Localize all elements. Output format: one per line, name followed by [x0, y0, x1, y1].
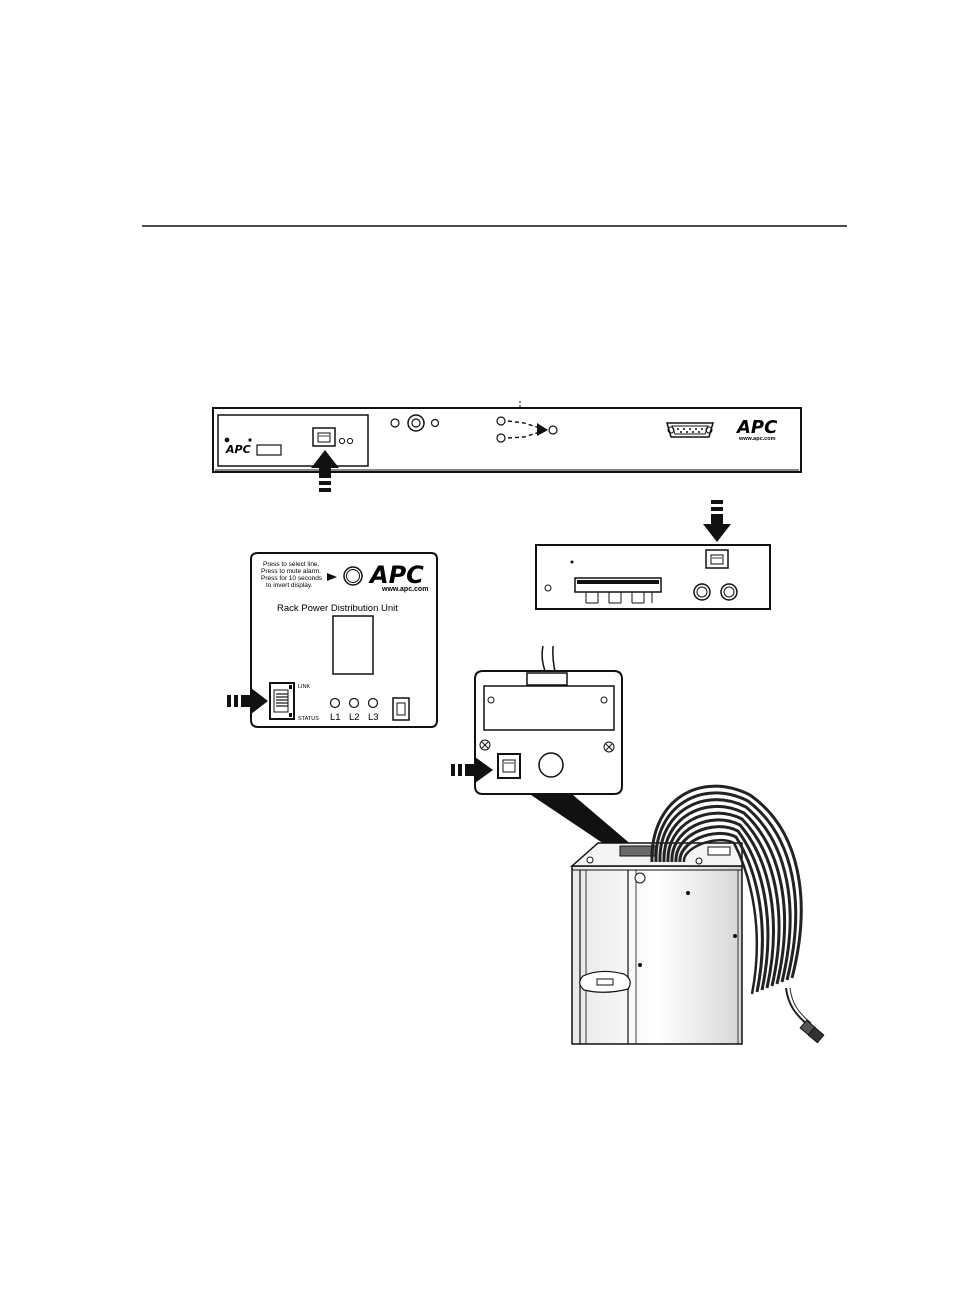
pdu-url: www.apc.com: [381, 586, 428, 593]
led-label-l3: L3: [368, 712, 379, 723]
screw-icon: [479, 739, 491, 751]
accessory-jack[interactable]: [693, 583, 711, 601]
cable-connector: [799, 1019, 825, 1044]
accessory-jack[interactable]: [720, 583, 738, 601]
thick-arrow-up-icon: [311, 450, 339, 492]
screw-icon: [603, 741, 615, 753]
serial-port[interactable]: [666, 422, 714, 438]
instruction-line-3: Press for 10 seconds: [261, 575, 323, 582]
serial-rj-port[interactable]: [392, 697, 410, 721]
rack-unit-front-panel: APC: [212, 401, 802, 473]
led-label-l2: L2: [349, 712, 360, 723]
sensor-pod-knob[interactable]: [538, 752, 564, 778]
pdu-logo: APC: [368, 561, 424, 589]
rack-pdu-network-port[interactable]: [269, 682, 295, 720]
instruction-line-2: Press to mute alarm.: [261, 568, 321, 575]
status-label: STATUS: [298, 716, 319, 722]
led-l1: [329, 697, 341, 709]
thick-arrow-right-icon: [227, 688, 268, 714]
thick-arrow-right-icon: [451, 757, 493, 783]
card-rj45-port[interactable]: [312, 427, 336, 447]
network-management-card: APC: [217, 414, 369, 467]
cable-bundle: [650, 784, 812, 1026]
rack-unit-small-hole: [430, 418, 440, 428]
rack-unit-small-hole: [390, 418, 400, 428]
accessory-rj45-port[interactable]: [705, 549, 729, 569]
pdu-title: Rack Power Distribution Unit: [277, 603, 398, 614]
accessory-rear-panel: [535, 544, 771, 610]
terminal-block: [574, 577, 662, 604]
select-button[interactable]: [343, 566, 363, 586]
rack-unit-logo: APC: [735, 417, 778, 438]
dashed-pointer-arrow: [507, 420, 541, 429]
thick-arrow-down-icon: [703, 500, 731, 542]
led-l2: [348, 697, 360, 709]
rack-pdu-display-panel: Press to select line. Press to mute alar…: [250, 552, 438, 728]
instruction-line-1: Press to select line.: [263, 561, 320, 568]
led-label-l1: L1: [330, 712, 341, 723]
instruction-line-4: to invert display.: [266, 582, 313, 589]
sensor-pod-port[interactable]: [497, 753, 521, 779]
card-logo: APC: [225, 443, 251, 456]
display-window: [332, 615, 374, 675]
sensor-pod-panel: [474, 670, 623, 795]
led-l3: [367, 697, 379, 709]
rack-unit-knob[interactable]: [407, 414, 425, 432]
rack-unit-url: www.apc.com: [738, 436, 776, 442]
pointer-arrowhead-icon: [327, 573, 337, 581]
link-label: LINK: [298, 684, 311, 690]
